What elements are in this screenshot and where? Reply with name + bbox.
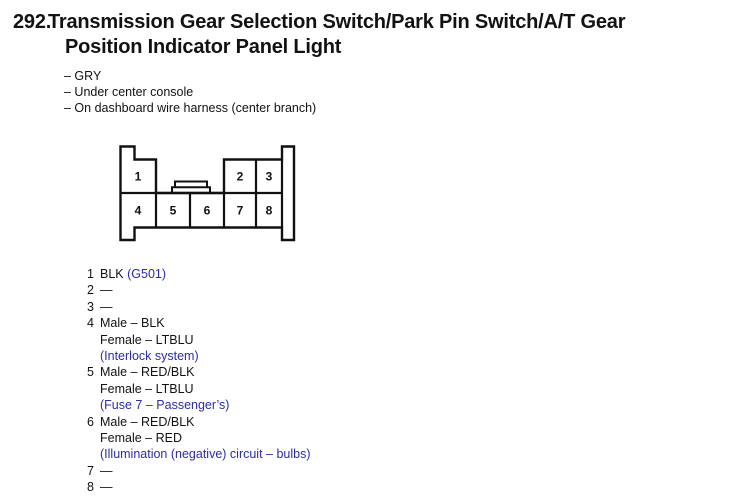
pin-number: 8 — [87, 480, 94, 495]
pin-lines: — — [100, 479, 113, 495]
pin-wire-text: Female – LTBLU — [100, 381, 194, 396]
pin-wire-text: Male – RED/BLK — [100, 365, 195, 380]
pin-ref-line: (Illumination (negative) circuit – bulbs… — [100, 446, 311, 462]
pin-wire-text: BLK — [100, 267, 128, 281]
pin-wire-line: Female – LTBLU — [100, 332, 199, 348]
pin-lines: Male – BLK Female – LTBLU (Interlock sys… — [100, 315, 199, 364]
pin-row: 8 — — [81, 479, 311, 495]
pin-number: 4 — [87, 316, 94, 331]
pin-wire-text: Male – RED/BLK — [100, 414, 195, 429]
pin-ref-line: (Fuse 7 – Passenger’s) — [100, 397, 229, 413]
pin-wire-text: — — [100, 283, 113, 298]
pin-wire-line: Female – LTBLU — [100, 381, 229, 397]
pin-number: 6 — [87, 414, 94, 429]
pin-number: 2 — [87, 283, 94, 298]
pin-lines: Male – RED/BLK Female – LTBLU (Fuse 7 – … — [100, 364, 229, 413]
pin-number: 7 — [87, 463, 94, 478]
connector-outline — [119, 145, 296, 242]
pin-ref-text: (Illumination (negative) circuit – bulbs… — [100, 447, 311, 462]
pin-lines: — — [100, 299, 113, 315]
pin-ref-text: (Interlock system) — [100, 349, 199, 364]
pin-cell-label-3: 3 — [266, 170, 273, 184]
pin-row: 2 — — [81, 282, 311, 298]
pin-wire-line: BLK (G501) — [100, 266, 166, 282]
pin-wire-line: Male – RED/BLK — [100, 364, 229, 380]
connector-diagram: 1 2 3 4 5 6 7 8 — [119, 145, 296, 242]
pin-lines: — — [100, 463, 113, 479]
attribute-item-location: – Under center console — [64, 85, 194, 99]
pin-wire-line: Female – RED — [100, 430, 311, 446]
section-number: 292. — [13, 11, 52, 33]
pin-ref-line: (Interlock system) — [100, 348, 199, 364]
pin-wire-line: — — [100, 282, 113, 298]
connector-latch — [171, 180, 211, 193]
pin-number: 1 — [87, 267, 94, 281]
attribute-item-harness: – On dashboard wire harness (center bran… — [64, 101, 317, 115]
pin-cell-label-2: 2 — [237, 170, 244, 184]
pin-row: 6 Male – RED/BLK Female – RED (Illuminat… — [81, 414, 311, 463]
pin-wire-line: — — [100, 463, 113, 479]
pin-cell-label-4: 4 — [135, 204, 142, 218]
pin-lines: — — [100, 282, 113, 298]
pin-cell-label-8: 8 — [266, 204, 273, 218]
pin-cell-label-7: 7 — [237, 204, 244, 218]
pin-cell-grid — [120, 159, 284, 228]
pin-row: 5 Male – RED/BLK Female – LTBLU (Fuse 7 … — [81, 364, 311, 413]
pin-wire-line: Male – RED/BLK — [100, 414, 311, 430]
pin-wire-text: Male – BLK — [100, 316, 165, 331]
pin-list: 1 BLK (G501) 2 — 3 — 4 Male – BLK Female… — [81, 266, 311, 496]
pin-row: 1 BLK (G501) — [81, 266, 311, 282]
pin-lines: Male – RED/BLK Female – RED (Illuminatio… — [100, 414, 311, 463]
pin-wire-text: Female – RED — [100, 431, 182, 446]
pin-cell-label-6: 6 — [204, 204, 211, 218]
attribute-list: – GRY – Under center console – On dashbo… — [64, 68, 316, 116]
pin-wire-text: Female – LTBLU — [100, 332, 194, 347]
pin-number: 3 — [87, 299, 94, 314]
attribute-item-color: – GRY — [64, 69, 102, 83]
pin-wire-text: — — [100, 480, 113, 495]
pin-row: 4 Male – BLK Female – LTBLU (Interlock s… — [81, 315, 311, 364]
pin-wire-text: — — [100, 299, 113, 314]
pin-wire-line: Male – BLK — [100, 315, 199, 331]
section-title-line1: Transmission Gear Selection Switch/Park … — [48, 11, 626, 33]
section-title-line2: Position Indicator Panel Light — [65, 36, 342, 58]
pin-cell-label-5: 5 — [170, 204, 177, 218]
pin-cell-label-1: 1 — [135, 170, 142, 184]
pin-number: 5 — [87, 365, 94, 380]
pin-wire-line: — — [100, 479, 113, 495]
pin-ref-text: (Fuse 7 – Passenger’s) — [100, 398, 230, 413]
pin-row: 7 — — [81, 463, 311, 479]
pin-ref-text: (G501) — [127, 267, 167, 281]
pin-wire-line: — — [100, 299, 113, 315]
pin-row: 3 — — [81, 299, 311, 315]
pin-lines: BLK (G501) — [100, 266, 166, 282]
pin-wire-text: — — [100, 463, 113, 478]
